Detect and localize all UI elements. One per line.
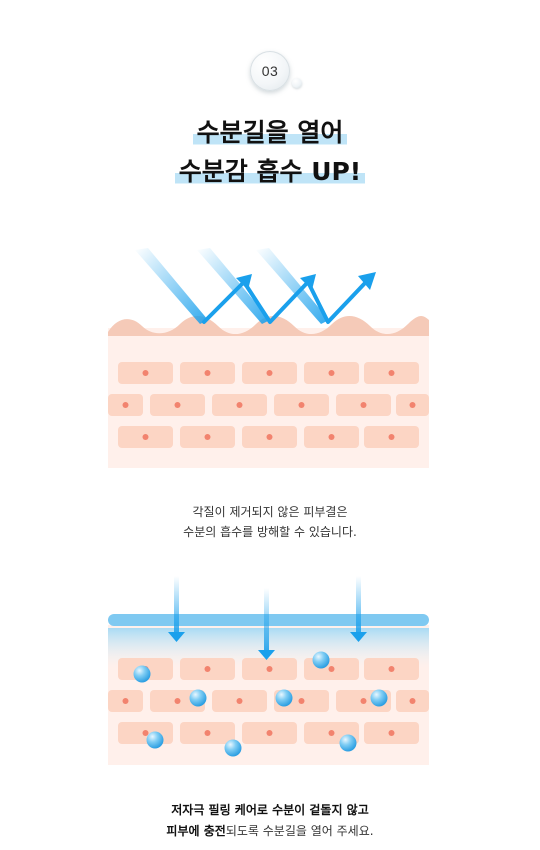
cell-nucleus	[266, 370, 273, 376]
cell-nucleus	[174, 698, 181, 704]
after-caption-rest: 되도록 수분길을 열어 주세요.	[225, 824, 374, 838]
cell-nucleus	[236, 402, 243, 408]
water-droplet	[146, 731, 164, 749]
water-droplet	[339, 734, 357, 752]
cell-nucleus	[142, 434, 149, 440]
cell-nucleus	[360, 698, 367, 704]
cell-nucleus	[298, 698, 305, 704]
cell-nucleus	[360, 402, 367, 408]
badge-dot-icon	[292, 78, 302, 88]
skin-cells	[108, 362, 429, 448]
water-droplet-icon	[133, 651, 388, 757]
horny-layer	[108, 315, 429, 336]
cell-nucleus	[388, 730, 395, 736]
cell-nucleus	[388, 666, 395, 672]
after-caption-line-1: 저자극 필링 케어로 수분이 겉돌지 않고	[171, 803, 369, 817]
cell-nucleus	[142, 370, 149, 376]
cell-nucleus	[409, 698, 416, 704]
cell-nucleus	[122, 698, 129, 704]
title-line-2: 수분감 흡수 UP!	[0, 157, 540, 187]
cell-nucleus	[204, 730, 211, 736]
water-droplet	[133, 665, 151, 683]
water-droplet	[312, 651, 330, 669]
cell-nucleus	[409, 402, 416, 408]
cell-nucleus	[236, 698, 243, 704]
cell-nucleus	[142, 730, 149, 736]
arrow-down-icon	[168, 576, 367, 660]
water-droplet	[189, 689, 207, 707]
cell-nucleus	[388, 370, 395, 376]
cell-nucleus	[298, 402, 305, 408]
cell-nucleus	[204, 434, 211, 440]
cell-nucleus	[266, 666, 273, 672]
cell-nucleus	[388, 434, 395, 440]
cell-nucleus	[122, 402, 129, 408]
skin-diagram-before	[108, 248, 429, 468]
cell-nucleus	[328, 666, 335, 672]
after-caption-line-2: 피부에 충전되도록 수분길을 열어 주세요.	[0, 821, 540, 842]
before-caption-line-2: 수분의 흡수를 방해할 수 있습니다.	[183, 525, 357, 539]
cell-nucleus	[204, 370, 211, 376]
water-droplet	[370, 689, 388, 707]
cell-nucleus	[266, 730, 273, 736]
water-droplet	[275, 689, 293, 707]
title-line-1: 수분길을 열어	[0, 118, 540, 148]
skin-diagram-after	[108, 576, 429, 765]
step-number-badge: 03	[250, 51, 290, 91]
cell-nucleus	[204, 666, 211, 672]
arrow-zigzag-icon	[135, 248, 376, 324]
water-droplet	[224, 739, 242, 757]
after-caption-bold: 피부에 충전	[166, 824, 226, 838]
cell-nucleus	[266, 434, 273, 440]
cell-nucleus	[328, 730, 335, 736]
cell-nucleus	[328, 370, 335, 376]
cell-nucleus	[328, 434, 335, 440]
before-caption-line-1: 각질이 제거되지 않은 피부결은	[192, 505, 348, 519]
cell-nucleus	[174, 402, 181, 408]
